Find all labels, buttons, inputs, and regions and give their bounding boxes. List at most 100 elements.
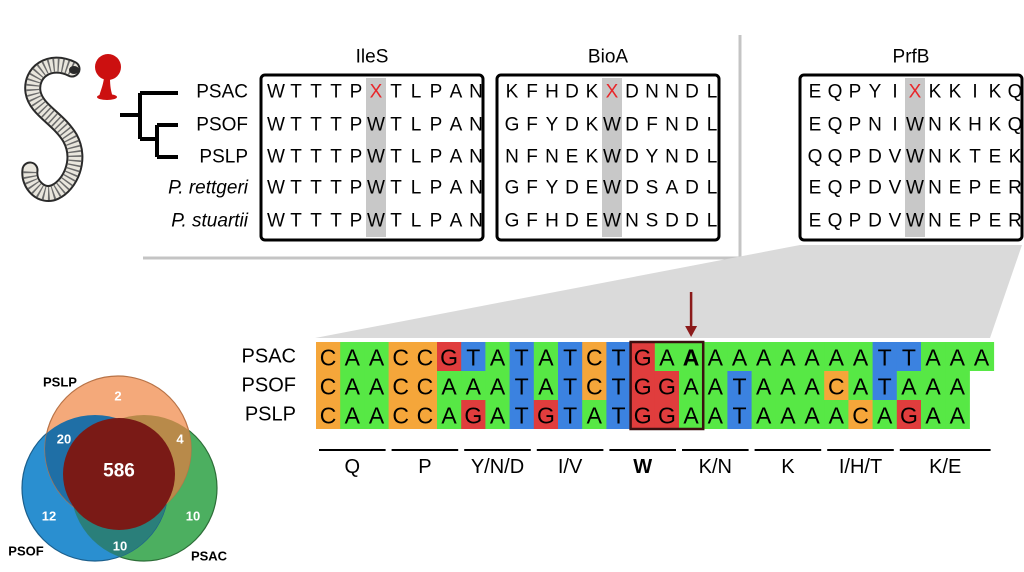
base-letter: A	[925, 374, 941, 400]
base-cell	[364, 342, 390, 371]
base-letter: T	[878, 345, 892, 371]
residue: T	[969, 147, 981, 168]
base-cell	[679, 400, 704, 429]
base-letter: T	[732, 403, 746, 429]
residue: G	[505, 211, 520, 232]
residue: V	[889, 178, 902, 199]
base-letter: G	[464, 403, 482, 429]
residue: K	[506, 82, 519, 103]
base-cell	[775, 400, 801, 429]
base-letter: A	[683, 345, 700, 371]
base-cell	[654, 342, 680, 371]
residue: E	[809, 115, 822, 136]
base-cell	[654, 371, 680, 400]
base-cell	[775, 342, 801, 371]
alignment-box-border	[259, 73, 485, 242]
residue: D	[625, 147, 639, 168]
base-cell	[751, 371, 777, 400]
base-letter: A	[441, 403, 457, 429]
residue: A	[450, 147, 463, 168]
residue: E	[989, 211, 1002, 232]
base-letter: T	[902, 345, 916, 371]
residue: W	[603, 115, 621, 136]
residue: N	[928, 147, 942, 168]
residue: W	[906, 211, 924, 232]
base-cell	[485, 371, 511, 400]
residue: L	[707, 211, 718, 232]
gene-title: IleS	[356, 47, 389, 68]
base-cell	[945, 400, 970, 429]
residue: P	[350, 82, 363, 103]
base-letter: C	[852, 403, 869, 429]
highlight-column	[602, 78, 622, 237]
base-cell	[703, 371, 728, 400]
base-letter: C	[320, 374, 337, 400]
codon-amino-acid-label: Q	[345, 456, 361, 478]
residue: T	[330, 82, 342, 103]
base-letter: C	[320, 345, 337, 371]
base-letter: T	[515, 345, 529, 371]
venn-count-pslp-psof: 20	[57, 432, 71, 447]
residue: S	[646, 211, 659, 232]
residue: W	[367, 211, 385, 232]
residue: P	[969, 178, 982, 199]
taxon-label: P. stuartii	[171, 211, 249, 232]
residue: F	[526, 115, 538, 136]
stop-codon-marker: X	[606, 82, 619, 103]
base-cell	[606, 400, 632, 429]
base-letter: A	[804, 374, 820, 400]
residue: L	[411, 211, 422, 232]
base-cell	[461, 342, 486, 371]
residue: T	[390, 178, 402, 199]
base-letter: A	[901, 374, 917, 400]
base-letter: T	[732, 374, 746, 400]
residue: N	[545, 147, 559, 168]
leech-illustration-icon	[21, 56, 84, 202]
residue: T	[330, 115, 342, 136]
base-letter: T	[611, 345, 625, 371]
residue: W	[603, 211, 621, 232]
nucleotide-row-label: PSOF	[242, 375, 296, 397]
base-letter: A	[853, 345, 869, 371]
base-letter: A	[780, 374, 796, 400]
venn-label-psac: PSAC	[191, 549, 228, 564]
residue: E	[566, 147, 579, 168]
residue: L	[707, 147, 718, 168]
base-cell	[582, 371, 607, 400]
residue: E	[949, 211, 962, 232]
residue: N	[928, 115, 942, 136]
base-letter: A	[950, 374, 966, 400]
base-letter: A	[708, 403, 724, 429]
residue: W	[367, 115, 385, 136]
nucleotide-row-label: PSAC	[242, 346, 296, 368]
base-cell	[727, 371, 753, 400]
residue: D	[625, 115, 639, 136]
base-cell	[630, 342, 656, 371]
base-cell	[703, 400, 728, 429]
base-cell	[558, 371, 583, 400]
base-cell	[800, 342, 825, 371]
residue: Q	[1008, 115, 1023, 136]
residue: W	[603, 178, 621, 199]
residue: E	[989, 147, 1002, 168]
residue: P	[430, 147, 443, 168]
base-cell	[606, 371, 632, 400]
base-cell	[775, 371, 801, 400]
highlight-column	[905, 78, 925, 237]
base-cell	[848, 400, 874, 429]
residue: A	[450, 115, 463, 136]
residue: W	[267, 82, 285, 103]
residue: D	[665, 211, 679, 232]
base-letter: T	[878, 374, 892, 400]
residue: P	[430, 82, 443, 103]
residue: T	[290, 211, 302, 232]
residue: E	[809, 211, 822, 232]
base-cell	[388, 400, 414, 429]
